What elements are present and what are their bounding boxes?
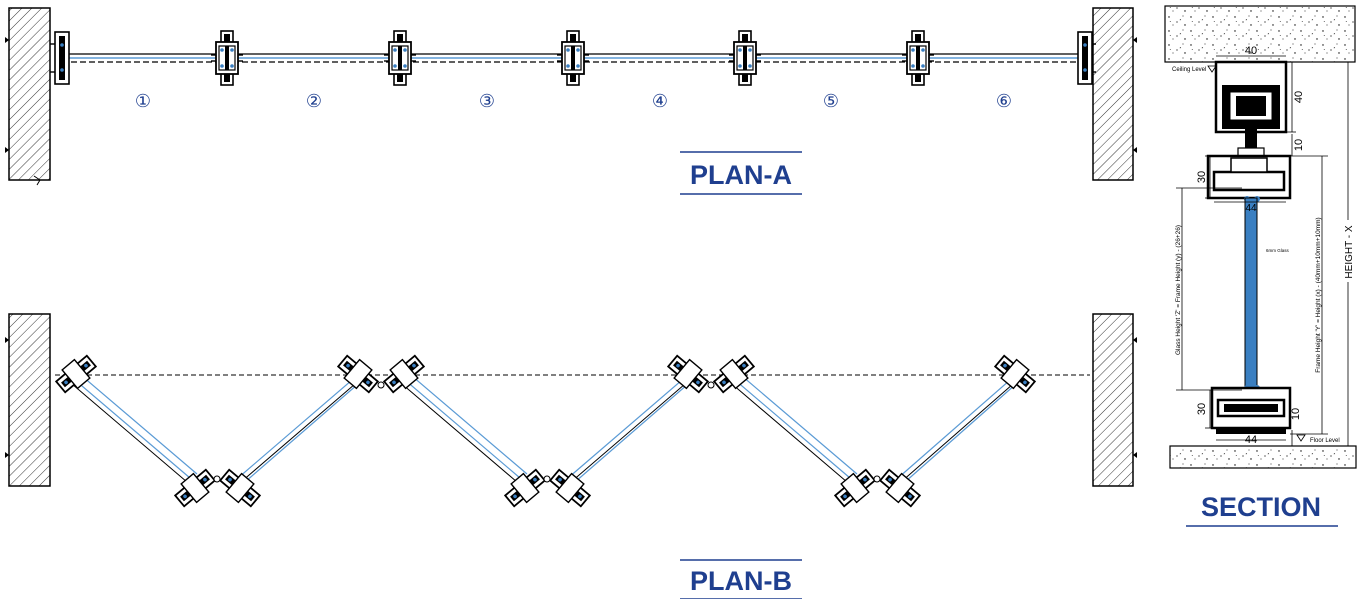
dim-bottom-gap: 10 [1290, 408, 1302, 420]
panel-number-5: ⑤ [823, 91, 839, 111]
height-x-label: HEIGHT - X [1344, 225, 1355, 278]
top-track-profile [1214, 60, 1288, 159]
right-wall-plan-b [1092, 313, 1137, 487]
panel-joint-4 [728, 30, 762, 86]
hinge-top-2b [710, 351, 758, 397]
plan-b-title: PLAN-B [690, 566, 792, 596]
dim-gap-top: 10 [1293, 139, 1305, 151]
dim-top-frame-width: 44 [1245, 203, 1257, 214]
dim-top-frame: 30 [1196, 171, 1208, 183]
left-wall-plan-a [5, 7, 51, 186]
dim-top-width: 40 [1245, 45, 1257, 57]
plan-b: PLAN-B [5, 313, 1137, 599]
left-wall-plan-b [5, 313, 51, 487]
panel-joint-1 [210, 30, 244, 86]
glass-height-formula: Glass Height 'Z' = Frame Height (y) - (2… [1175, 225, 1182, 355]
panel-number-2: ② [306, 91, 322, 111]
panel-joint-2 [383, 30, 417, 86]
plan-a-title: PLAN-A [690, 160, 792, 190]
end-frame-right [1077, 31, 1096, 85]
upper-frame-profile [1206, 154, 1292, 202]
ceiling-level-label: Ceiling Level [1172, 67, 1206, 73]
hinge-top-1b [380, 351, 428, 397]
wall-hinge-left [52, 351, 100, 397]
panel-joint-5 [901, 30, 935, 86]
bottom-frame-profile [1210, 385, 1292, 434]
plan-a: ① ② ③ ④ ⑤ ⑥ PLAN-A [5, 7, 1137, 195]
glass-thickness-label: 6mm Glass [1266, 248, 1290, 253]
panel-number-3: ③ [479, 91, 495, 111]
section: Ceiling Level Floor Level 6mm Glass [1164, 5, 1357, 527]
panel-number-4: ④ [652, 91, 668, 111]
section-title: SECTION [1201, 492, 1321, 522]
floor-slab [1169, 445, 1357, 469]
folded-glass-panels [74, 375, 1017, 483]
floor-level-label: Floor Level [1310, 438, 1340, 444]
dim-top-height: 40 [1293, 91, 1305, 103]
ceiling-slab [1164, 5, 1356, 63]
right-wall-plan-a [1092, 7, 1137, 181]
end-frame-left [50, 31, 70, 85]
glass-pane [1244, 197, 1258, 389]
dim-bottom-frame: 30 [1196, 403, 1208, 415]
dim-bottom-width: 44 [1245, 434, 1257, 446]
panel-joint-3 [556, 30, 590, 86]
panel-number-6: ⑥ [996, 91, 1012, 111]
frame-height-formula: Frame Height 'Y' = Height (x) - (40mm+10… [1315, 217, 1322, 372]
panel-number-1: ① [135, 91, 151, 111]
